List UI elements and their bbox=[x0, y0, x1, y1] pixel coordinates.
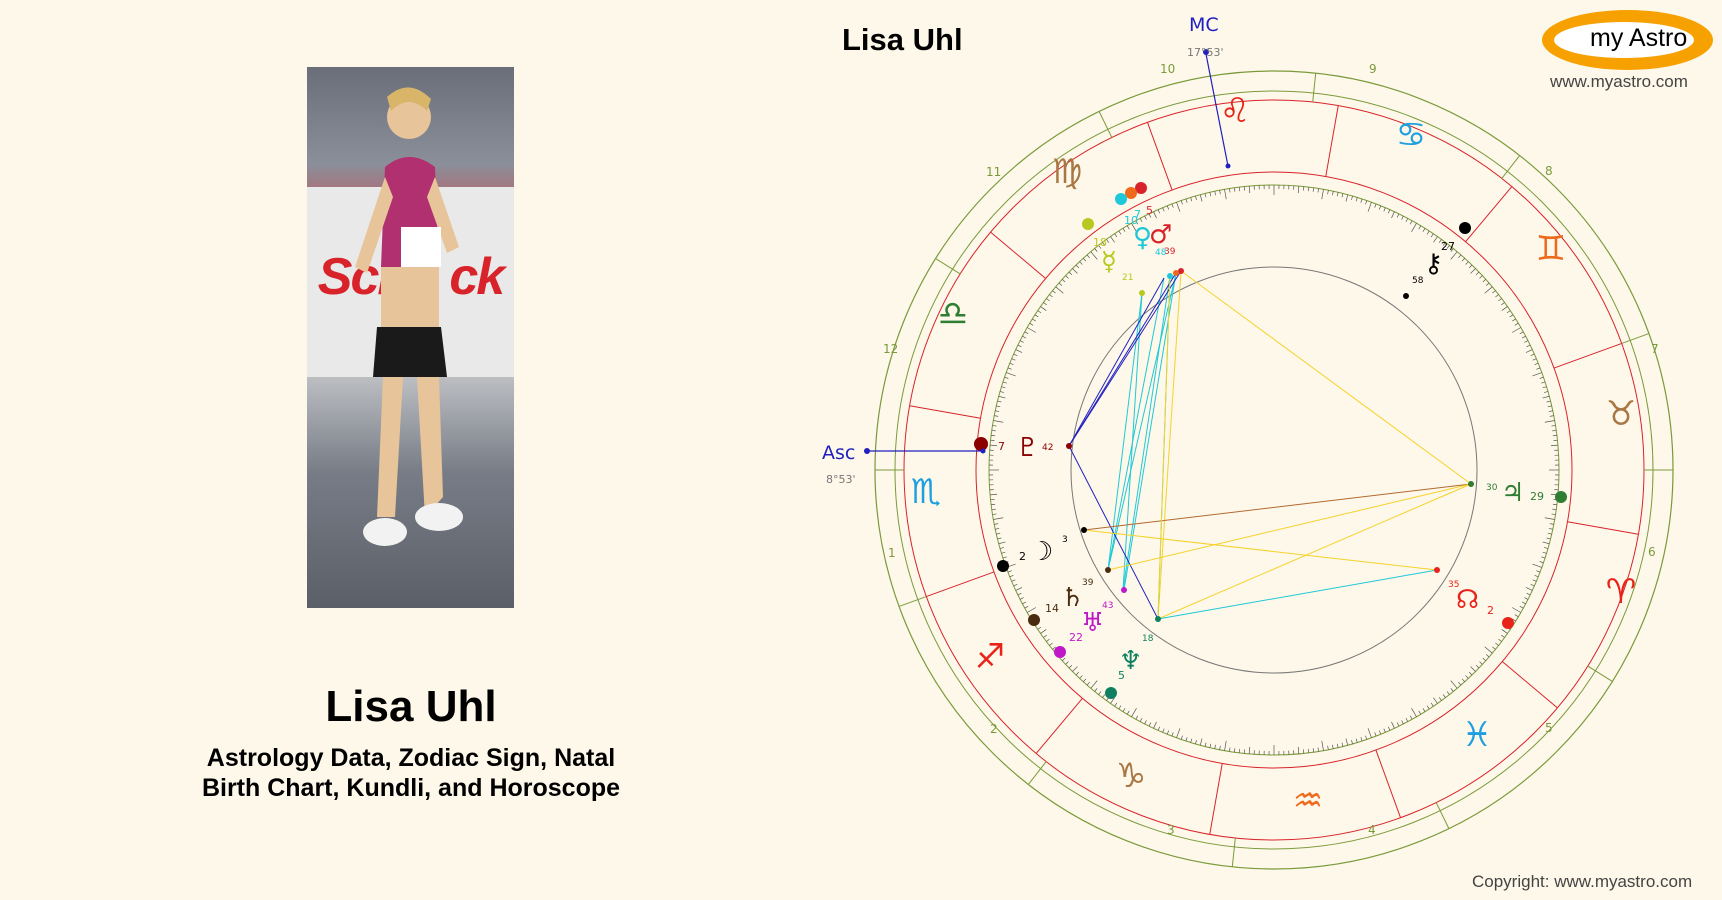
chiron-icon: ⚷ bbox=[1424, 249, 1443, 279]
taurus-icon: ♉ bbox=[1606, 394, 1636, 434]
jupiter-minute: 30 bbox=[1486, 483, 1498, 493]
mars-degree: 5 bbox=[1146, 204, 1153, 217]
house-number-4: 4 bbox=[1368, 823, 1376, 837]
house-number-11: 11 bbox=[986, 165, 1001, 179]
scorpio-icon: ♏ bbox=[911, 472, 941, 512]
chiron-minute: 58 bbox=[1412, 276, 1424, 286]
chart-title: Lisa Uhl bbox=[842, 22, 963, 57]
capricorn-icon: ♑ bbox=[1116, 756, 1146, 796]
venus-degree: 7 bbox=[1134, 208, 1141, 221]
planet-glyph-labels: ♂ 5 39 ♀ 7 48 ☿ 18 21 ⚷ 27 58 ♇ 7 42 ☽ 2… bbox=[998, 204, 1544, 682]
gemini-icon: ♊ bbox=[1536, 229, 1566, 269]
house-number-5: 5 bbox=[1545, 721, 1553, 735]
mc-label: MC bbox=[1189, 14, 1219, 36]
mc-degree: 17°53' bbox=[1187, 46, 1224, 59]
sign-ring-outer bbox=[903, 99, 1645, 841]
aspect-circle bbox=[1070, 266, 1478, 674]
asc-label: Asc bbox=[822, 442, 855, 464]
aries-icon: ♈ bbox=[1606, 572, 1636, 612]
pisces-icon: ♓ bbox=[1462, 715, 1492, 755]
north-node-degree: 2 bbox=[1487, 604, 1494, 617]
asc-axis-marker: Asc 8°53' bbox=[822, 442, 986, 486]
sign-ring-inner bbox=[975, 171, 1573, 769]
uranus-minute: 43 bbox=[1102, 601, 1113, 611]
pluto-minute: 42 bbox=[1042, 443, 1053, 453]
pluto-icon: ♇ bbox=[1016, 433, 1039, 463]
logo-text[interactable]: my Astro bbox=[1590, 24, 1688, 52]
venus-minute: 48 bbox=[1155, 248, 1167, 258]
myastro-logo[interactable] bbox=[1542, 10, 1713, 70]
planet-markers bbox=[974, 182, 1567, 699]
person-subtitle: Astrology Data, Zodiac Sign, Natal Birth… bbox=[0, 743, 822, 803]
asc-degree: 8°53' bbox=[826, 473, 856, 486]
house-number-3: 3 bbox=[1167, 823, 1175, 837]
house-number-10: 10 bbox=[1160, 62, 1175, 76]
moon-icon: ☽ bbox=[1030, 537, 1053, 567]
house-number-7: 7 bbox=[1651, 342, 1659, 356]
subtitle-line-2: Birth Chart, Kundli, and Horoscope bbox=[201, 774, 621, 802]
virgo-icon: ♍ bbox=[1052, 152, 1082, 192]
copyright-text: Copyright: www.myastro.com bbox=[1472, 872, 1693, 891]
mars-minute: 39 bbox=[1164, 247, 1176, 257]
house-number-8: 8 bbox=[1545, 164, 1553, 178]
house-number-2: 2 bbox=[990, 722, 998, 736]
house-number-ring bbox=[894, 90, 1654, 850]
libra-icon: ♎ bbox=[938, 294, 968, 334]
moon-degree: 2 bbox=[1019, 550, 1026, 563]
saturn-icon: ♄ bbox=[1061, 583, 1084, 613]
uranus-degree: 22 bbox=[1069, 631, 1083, 644]
leo-icon: ♌ bbox=[1220, 91, 1250, 131]
neptune-icon: ♆ bbox=[1119, 646, 1142, 676]
neptune-minute: 18 bbox=[1142, 634, 1154, 644]
saturn-degree: 14 bbox=[1045, 602, 1059, 615]
venus-icon: ♀ bbox=[1133, 223, 1152, 253]
aspect-endpoints bbox=[1066, 268, 1474, 622]
cancer-icon: ♋ bbox=[1396, 115, 1426, 155]
uranus-icon: ♅ bbox=[1081, 608, 1104, 638]
house-number-9: 9 bbox=[1369, 62, 1377, 76]
house-number-6: 6 bbox=[1648, 545, 1656, 559]
person-name-heading: Lisa Uhl bbox=[325, 682, 497, 731]
north-node-minute: 35 bbox=[1448, 580, 1459, 590]
subtitle-line-1: Astrology Data, Zodiac Sign, Natal bbox=[206, 744, 616, 772]
house-number-1: 1 bbox=[888, 546, 896, 560]
mercury-degree: 18 bbox=[1093, 236, 1107, 249]
mercury-minute: 21 bbox=[1122, 273, 1133, 283]
mc-axis-marker: MC 17°53' bbox=[1187, 14, 1231, 169]
moon-minute: 3 bbox=[1062, 535, 1068, 545]
jupiter-icon: ♃ bbox=[1501, 478, 1524, 508]
north-node-icon: ☊ bbox=[1456, 585, 1479, 615]
mars-icon: ♂ bbox=[1149, 220, 1172, 250]
house-cusp-lines bbox=[875, 73, 1673, 867]
neptune-degree: 5 bbox=[1118, 669, 1125, 682]
runner-figure bbox=[355, 87, 463, 546]
chiron-degree: 27 bbox=[1441, 240, 1455, 253]
sun-degree: 10 bbox=[1124, 214, 1138, 227]
aspect-lines bbox=[1068, 270, 1472, 620]
jupiter-degree: 29 bbox=[1530, 490, 1544, 503]
site-url-link[interactable]: www.myastro.com bbox=[1550, 72, 1688, 91]
house-number-labels: 1 2 3 4 5 6 7 8 9 10 11 12 bbox=[883, 62, 1659, 837]
mercury-icon: ☿ bbox=[1101, 247, 1117, 277]
pluto-degree: 7 bbox=[998, 440, 1005, 453]
sagittarius-icon: ♐ bbox=[975, 637, 1005, 677]
house-number-12: 12 bbox=[883, 342, 898, 356]
zodiac-sign-glyphs: ♈ ♉ ♊ ♋ ♌ ♍ ♎ ♏ ♐ ♑ ♒ ♓ bbox=[911, 91, 1636, 821]
profile-photo: Schn ck bbox=[307, 67, 514, 608]
sign-divider-lines bbox=[909, 105, 1639, 835]
degree-ticks bbox=[989, 185, 1559, 755]
aquarius-icon: ♒ bbox=[1293, 781, 1323, 821]
saturn-minute: 39 bbox=[1082, 578, 1094, 588]
